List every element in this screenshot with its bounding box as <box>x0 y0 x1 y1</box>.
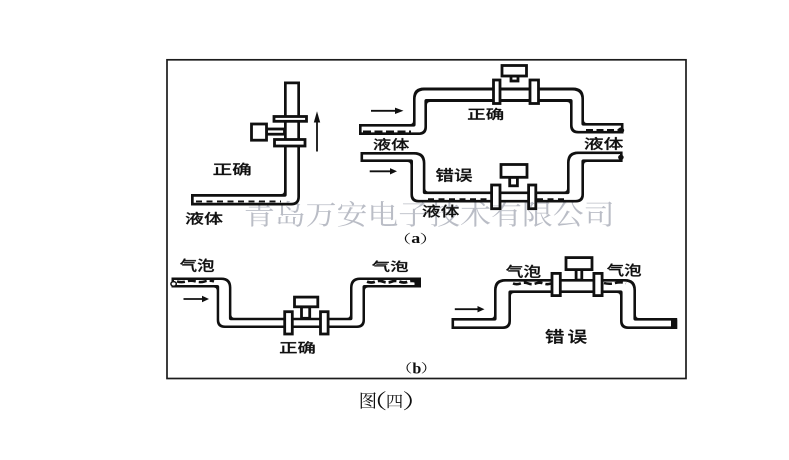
svg-text:b: b <box>412 360 421 377</box>
svg-text:a: a <box>411 231 420 247</box>
